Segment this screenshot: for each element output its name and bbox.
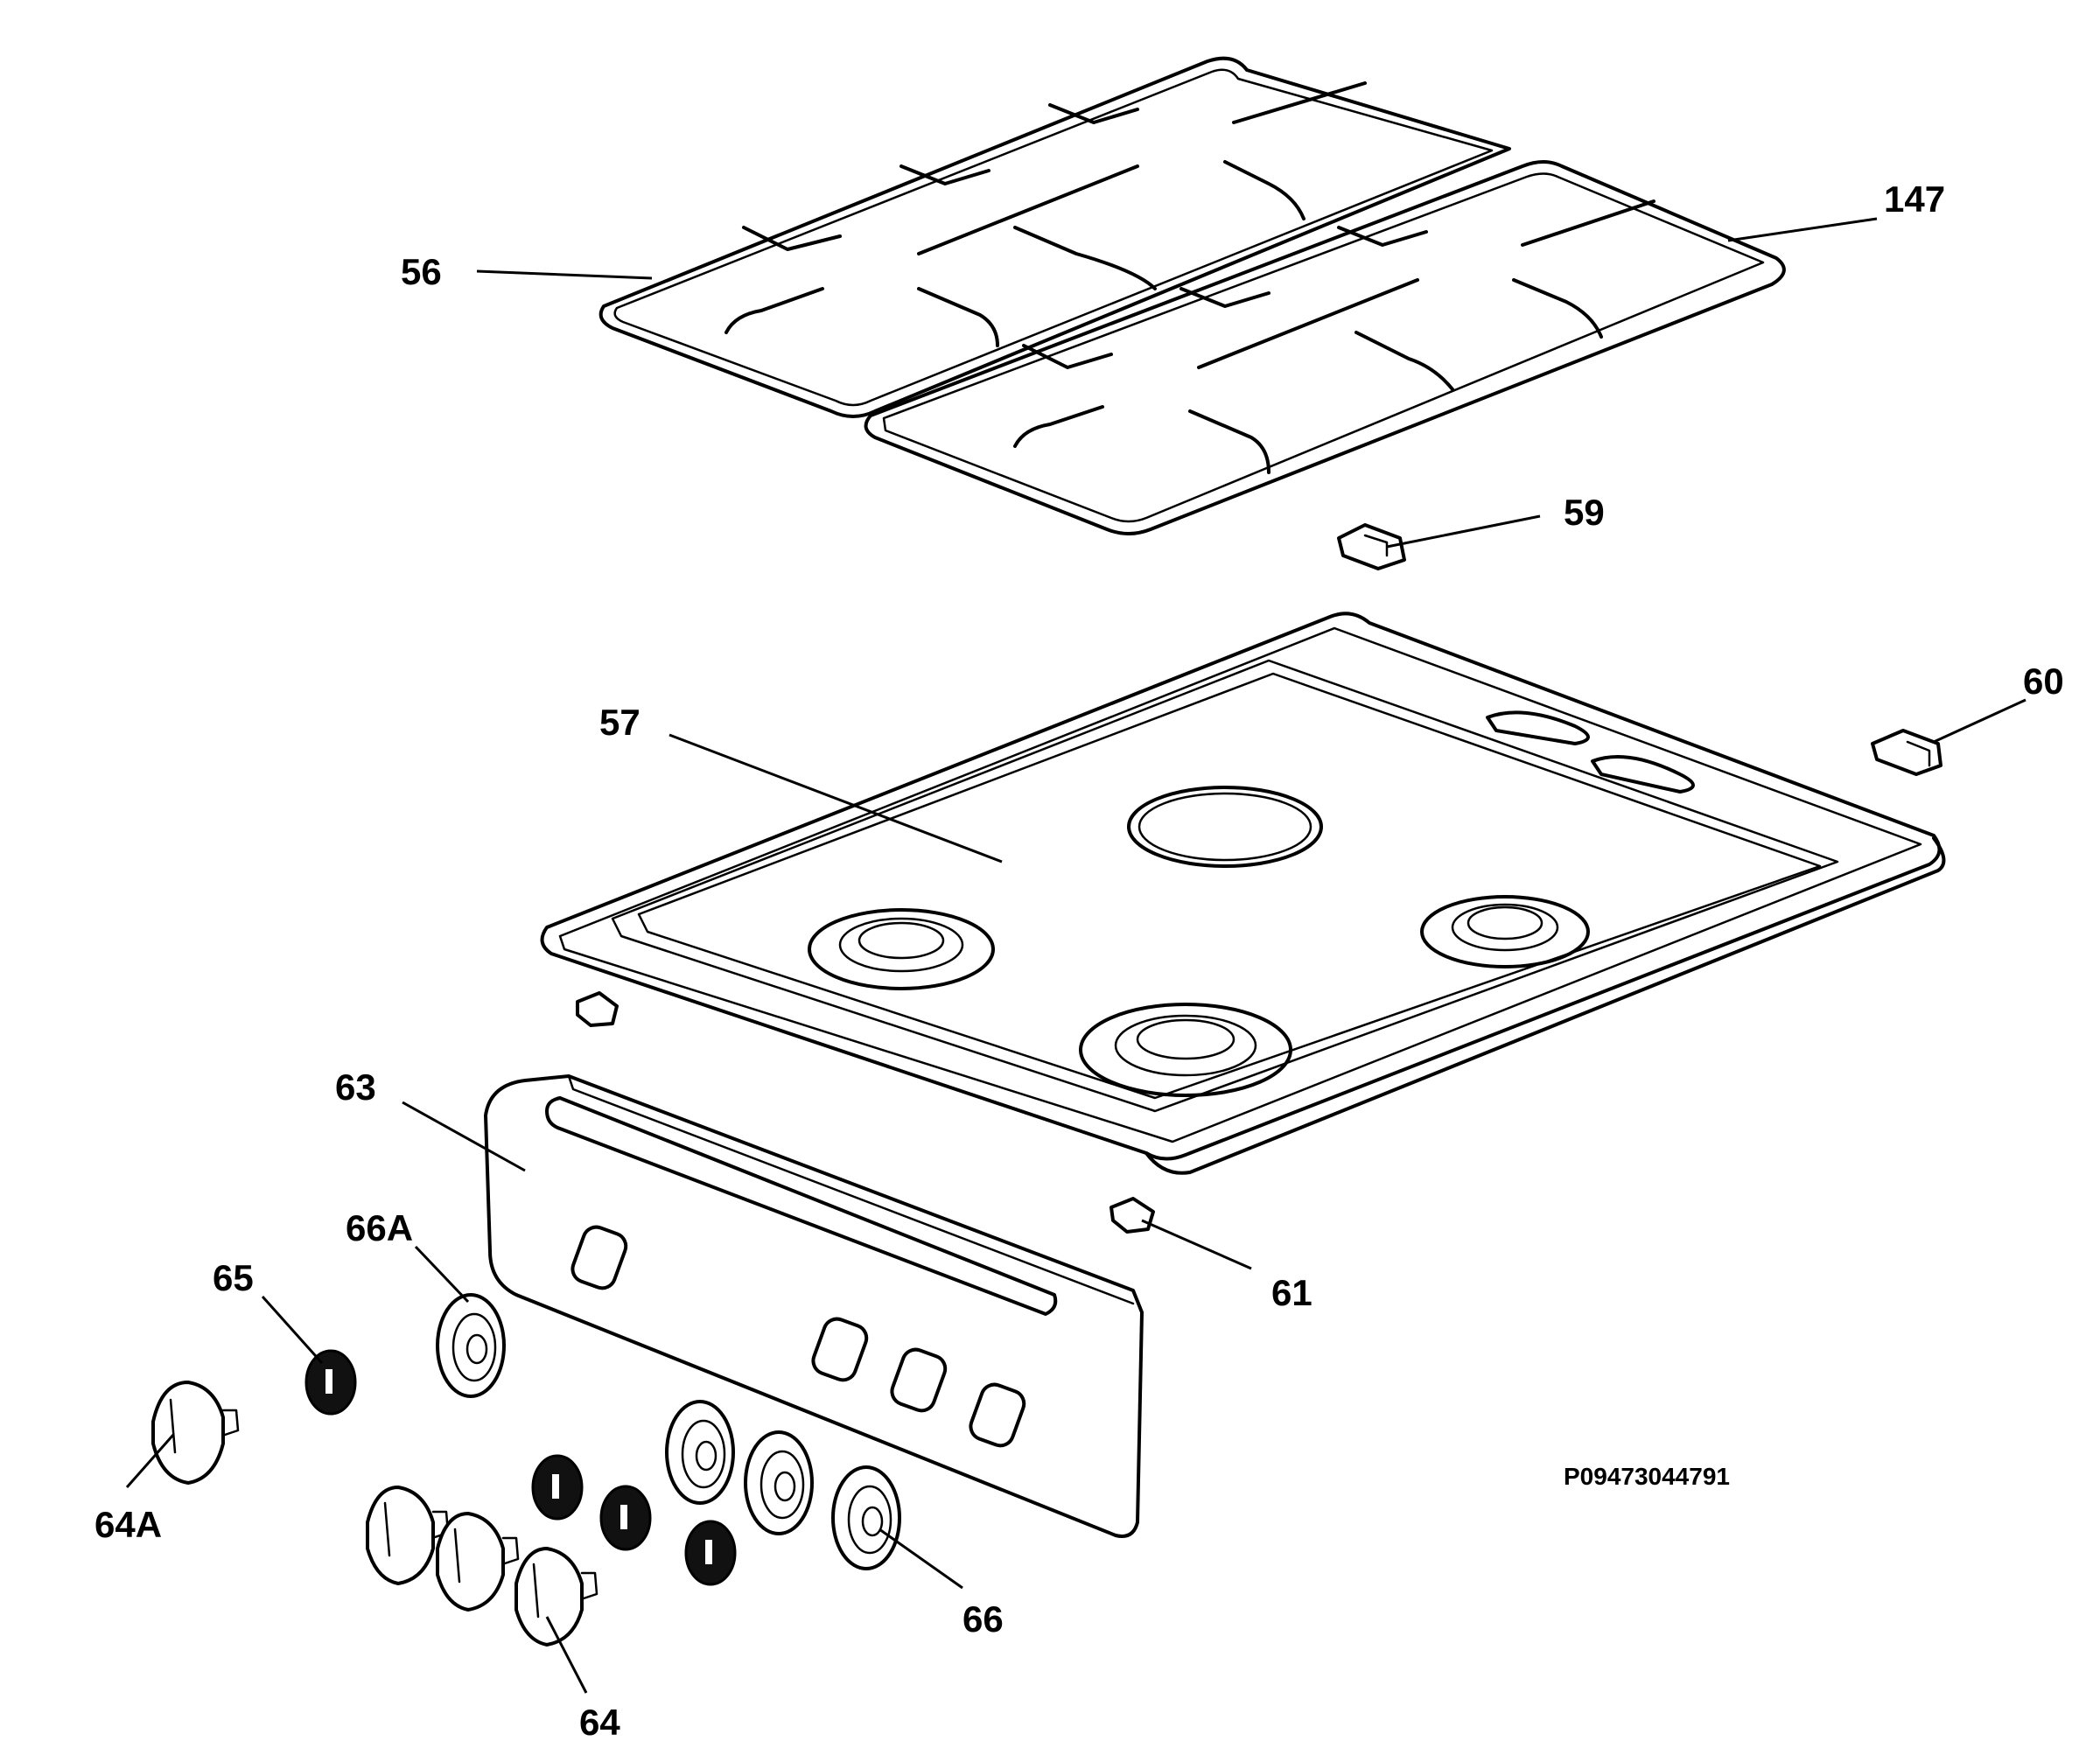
callout-66a: 66A <box>346 1207 413 1248</box>
spring-ring-65 <box>304 1349 357 1416</box>
bezel-front-2 <box>744 1430 814 1535</box>
hob-top <box>540 612 1946 1175</box>
callout-66: 66 <box>962 1598 1004 1640</box>
bezel-66 <box>831 1465 901 1570</box>
clip-59 <box>1337 523 1406 570</box>
callout-147: 147 <box>1884 178 1945 220</box>
burner-rear-left <box>808 908 995 990</box>
pan-support-grid-right <box>864 160 1786 535</box>
drawing-code: P09473044791 <box>1564 1463 1730 1490</box>
callout-56: 56 <box>401 251 442 292</box>
knob-1 <box>366 1486 450 1585</box>
callout-61: 61 <box>1271 1272 1312 1313</box>
control-panel <box>484 1074 1144 1538</box>
pan-support-grid-left <box>598 56 1511 418</box>
clip-left <box>576 991 619 1027</box>
callout-64: 64 <box>579 1702 620 1743</box>
spring-ring-3 <box>599 1485 652 1551</box>
callout-60: 60 <box>2023 661 2064 702</box>
spring-ring-2 <box>531 1454 584 1521</box>
callout-57: 57 <box>599 702 640 743</box>
knob-64a <box>151 1381 240 1485</box>
spring-ring-4 <box>684 1520 737 1586</box>
knob-64 <box>514 1547 598 1647</box>
clip-61 <box>1110 1197 1155 1234</box>
bezel-66a <box>436 1293 506 1398</box>
knob-2 <box>436 1512 520 1612</box>
leader-lines <box>125 217 2026 1694</box>
callout-59: 59 <box>1564 492 1605 533</box>
burner-front <box>1079 1003 1292 1097</box>
callout-65: 65 <box>213 1257 254 1298</box>
callout-64a: 64A <box>94 1504 162 1545</box>
callout-63: 63 <box>335 1066 376 1108</box>
bezel-front-1 <box>665 1400 735 1505</box>
clip-60 <box>1871 729 1942 776</box>
burner-rear-right <box>1420 895 1590 968</box>
